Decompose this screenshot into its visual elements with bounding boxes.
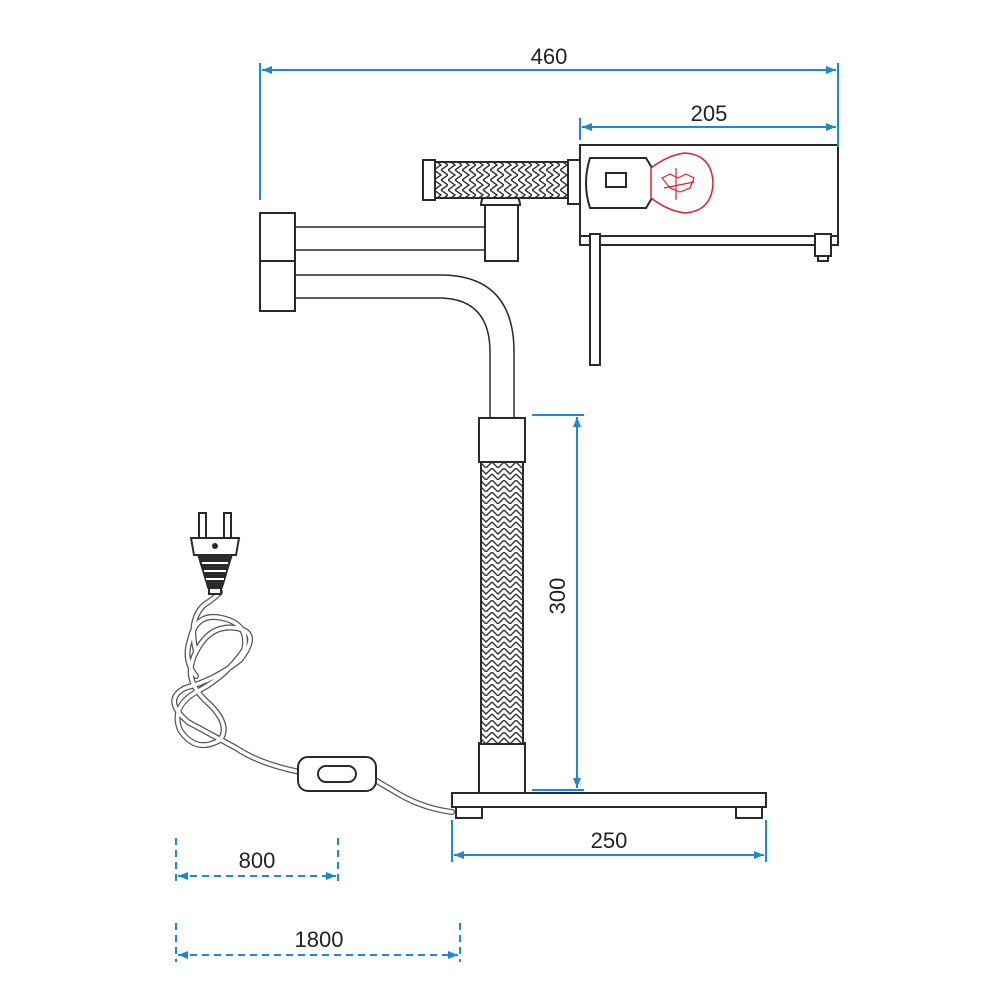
braided-stem: [480, 459, 524, 745]
dimension-label-cord-to-switch: 800: [239, 848, 276, 873]
stem-upper-collar: [478, 417, 526, 463]
lamp-body: [259, 144, 839, 819]
shade-lip: [579, 235, 839, 246]
base-foot-right: [735, 806, 763, 819]
base-foot-left: [455, 806, 483, 819]
shade-knob: [814, 233, 832, 257]
dimension-label-overall-width: 460: [531, 44, 568, 69]
pivot-block-upper: [259, 212, 296, 262]
bulb-icon: [650, 152, 714, 214]
dimension-label-cord-total: 1800: [295, 927, 344, 952]
dimension-cord-total: 1800: [175, 923, 461, 962]
pivot-block-lower: [259, 260, 296, 312]
neck-tube-outer: [296, 297, 491, 418]
dimension-cord-to-switch: 800: [175, 838, 339, 884]
joint-post: [484, 204, 519, 262]
stem-lower-collar: [478, 742, 526, 794]
shade-knob-tip: [817, 255, 829, 262]
dimension-label-shade-length: 205: [691, 101, 728, 126]
handle-end-cap: [422, 159, 436, 201]
plug-icon: [189, 512, 241, 595]
dimension-label-stem-height: 300: [545, 578, 570, 615]
dimension-label-base-width: 250: [591, 828, 628, 853]
socket-clip: [605, 172, 627, 188]
dimension-base-width: 250: [451, 820, 767, 862]
dimension-shade-length: 205: [579, 101, 836, 140]
inline-switch-icon: [297, 756, 377, 792]
dimension-overall-width: 460: [259, 44, 839, 200]
base-plate: [451, 792, 767, 808]
neck-tube-inner: [296, 274, 515, 418]
braided-handle: [434, 161, 569, 199]
dimension-stem-height: 300: [532, 414, 584, 791]
handle-socket-cap: [567, 159, 581, 205]
shade-flap: [589, 233, 601, 366]
